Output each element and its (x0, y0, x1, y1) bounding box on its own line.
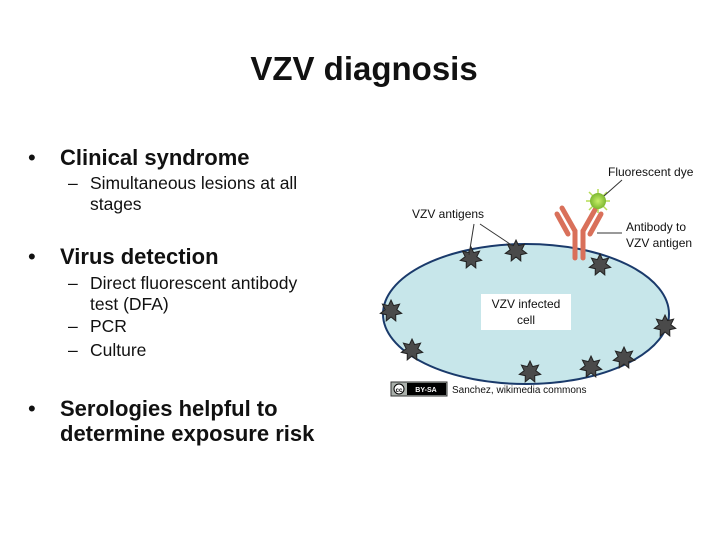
slide-title: VZV diagnosis (250, 50, 478, 87)
bullet-text: Virus detection (60, 244, 219, 269)
cell-label-line2: cell (517, 313, 535, 327)
vzv-antigens-label: VZV antigens (412, 207, 484, 221)
fluorescent-dye-label: Fluorescent dye (608, 165, 694, 179)
cell-label-box (481, 294, 571, 330)
antigen-icon (588, 252, 612, 276)
cc-license-badge: cc BY-SA (390, 381, 448, 397)
bullet-dot: • (28, 396, 36, 421)
sub-bullet-line: Culture (90, 340, 147, 360)
antigen-icon (459, 245, 483, 269)
sub-bullet-dfa: – Direct fluorescent antibody test (DFA) (68, 273, 298, 315)
sub-bullet-culture: – Culture (68, 340, 147, 361)
antigen-icon (379, 298, 403, 322)
svg-text:cc: cc (396, 388, 403, 394)
sub-bullet-dash: – (68, 173, 78, 193)
antigen-icon (518, 359, 542, 383)
antigen-icon (653, 313, 677, 337)
bullet-line: determine exposure risk (60, 421, 315, 446)
bullet-serologies: • Serologies helpful to determine exposu… (28, 396, 315, 446)
sub-bullet-line: stages (90, 194, 142, 214)
antigen-group (379, 238, 677, 383)
fluorescent-dye-icon (586, 189, 610, 213)
leader-lines (468, 179, 623, 256)
bullet-line: Serologies helpful to (60, 396, 278, 421)
bullet-text: Clinical syndrome (60, 145, 250, 170)
antibody-icon (554, 205, 604, 261)
sub-bullet-line: Direct fluorescent antibody (90, 273, 298, 293)
sub-bullet-pcr: – PCR (68, 316, 127, 337)
sub-bullet-line: PCR (90, 316, 127, 336)
sub-bullet-line: Simultaneous lesions at all (90, 173, 298, 193)
sub-bullet-dash: – (68, 340, 78, 360)
antigen-icon (579, 354, 603, 378)
image-credit: Sanchez, wikimedia commons (452, 385, 587, 396)
license-badge-text: BY-SA (415, 387, 436, 394)
sub-bullet-dash: – (68, 316, 78, 336)
bullet-virus-detection: • Virus detection (28, 244, 219, 269)
bullet-clinical-syndrome: • Clinical syndrome (28, 145, 250, 170)
antibody-label-line2: VZV antigen (626, 236, 692, 250)
bullet-dot: • (28, 145, 36, 170)
antibody-label-line1: Antibody to (626, 220, 686, 234)
cell-label-line1: VZV infected (492, 297, 561, 311)
sub-bullet-dash: – (68, 273, 78, 293)
antigen-icon (612, 345, 636, 369)
antigen-icon (504, 238, 528, 262)
antigen-icon (400, 337, 424, 361)
bullet-dot: • (28, 244, 36, 269)
sub-bullet-line: test (DFA) (90, 294, 169, 314)
sub-bullet-lesions: – Simultaneous lesions at all stages (68, 173, 298, 215)
